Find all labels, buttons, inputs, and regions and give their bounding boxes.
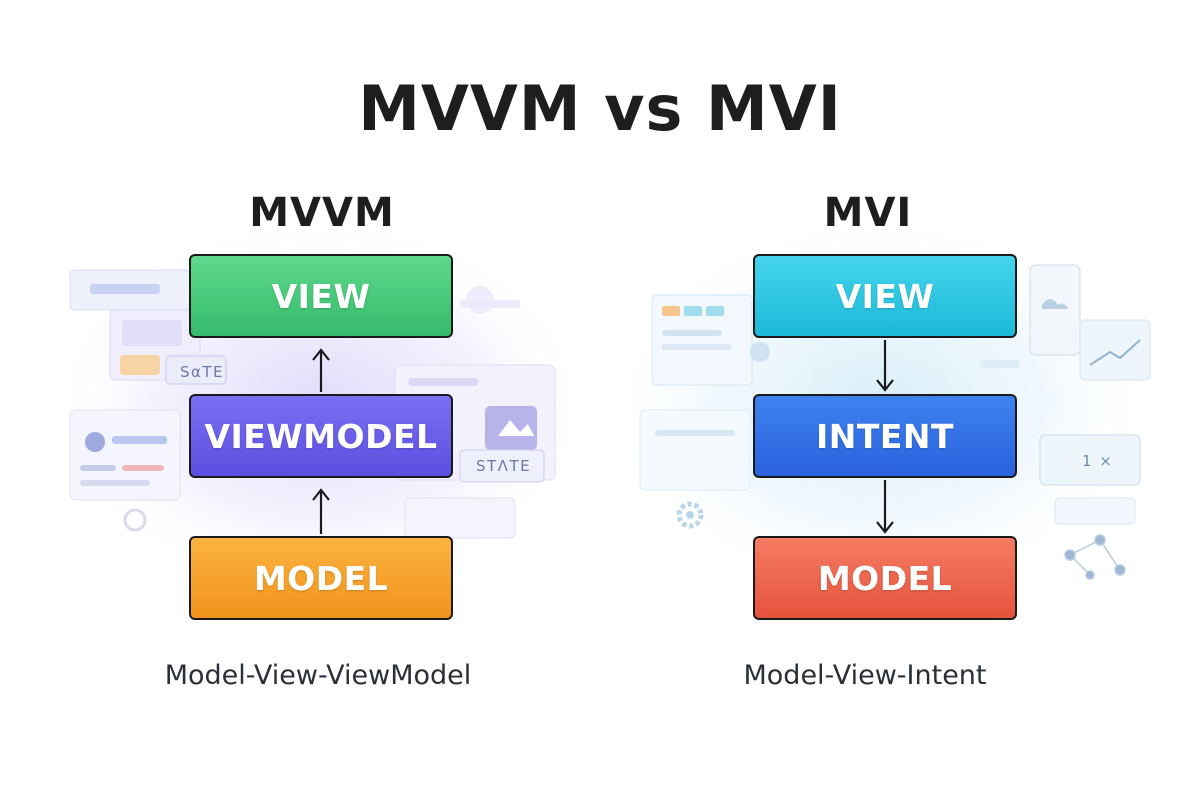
mvvm-model-box: MODEL xyxy=(189,536,453,620)
arrow-up-icon xyxy=(312,348,330,392)
arrow-up-icon xyxy=(312,488,330,534)
state-tag: STΛTE xyxy=(476,457,532,475)
mvvm-view-box: VIEW xyxy=(189,254,453,338)
mvvm-subtitle: Model-View-ViewModel xyxy=(164,660,472,691)
mvvm-panel: MVVM SαTE STΛTE VIEW VIEWMODEL MODEL Mod… xyxy=(40,180,600,740)
arrow-down-icon xyxy=(876,340,894,392)
state-tag: SαTE xyxy=(180,363,225,381)
mvi-heading: MVI xyxy=(823,190,913,236)
mvi-model-box: MODEL xyxy=(753,536,1017,620)
mvi-arrows xyxy=(876,340,894,534)
mvvm-viewmodel-box: VIEWMODEL xyxy=(189,394,453,478)
mvi-panel: MVI 1 × VIEW INTENT MODEL Model-View-Int… xyxy=(600,180,1160,740)
page-title: MVVM vs MVI xyxy=(358,72,842,145)
mvi-view-box: VIEW xyxy=(753,254,1017,338)
mvi-intent-box: INTENT xyxy=(753,394,1017,478)
counter-tag: 1 × xyxy=(1082,452,1114,470)
arrow-down-icon xyxy=(876,480,894,534)
mvi-subtitle: Model-View-Intent xyxy=(743,660,987,691)
mvvm-arrows xyxy=(312,348,330,534)
mvvm-heading: MVVM xyxy=(249,190,395,236)
